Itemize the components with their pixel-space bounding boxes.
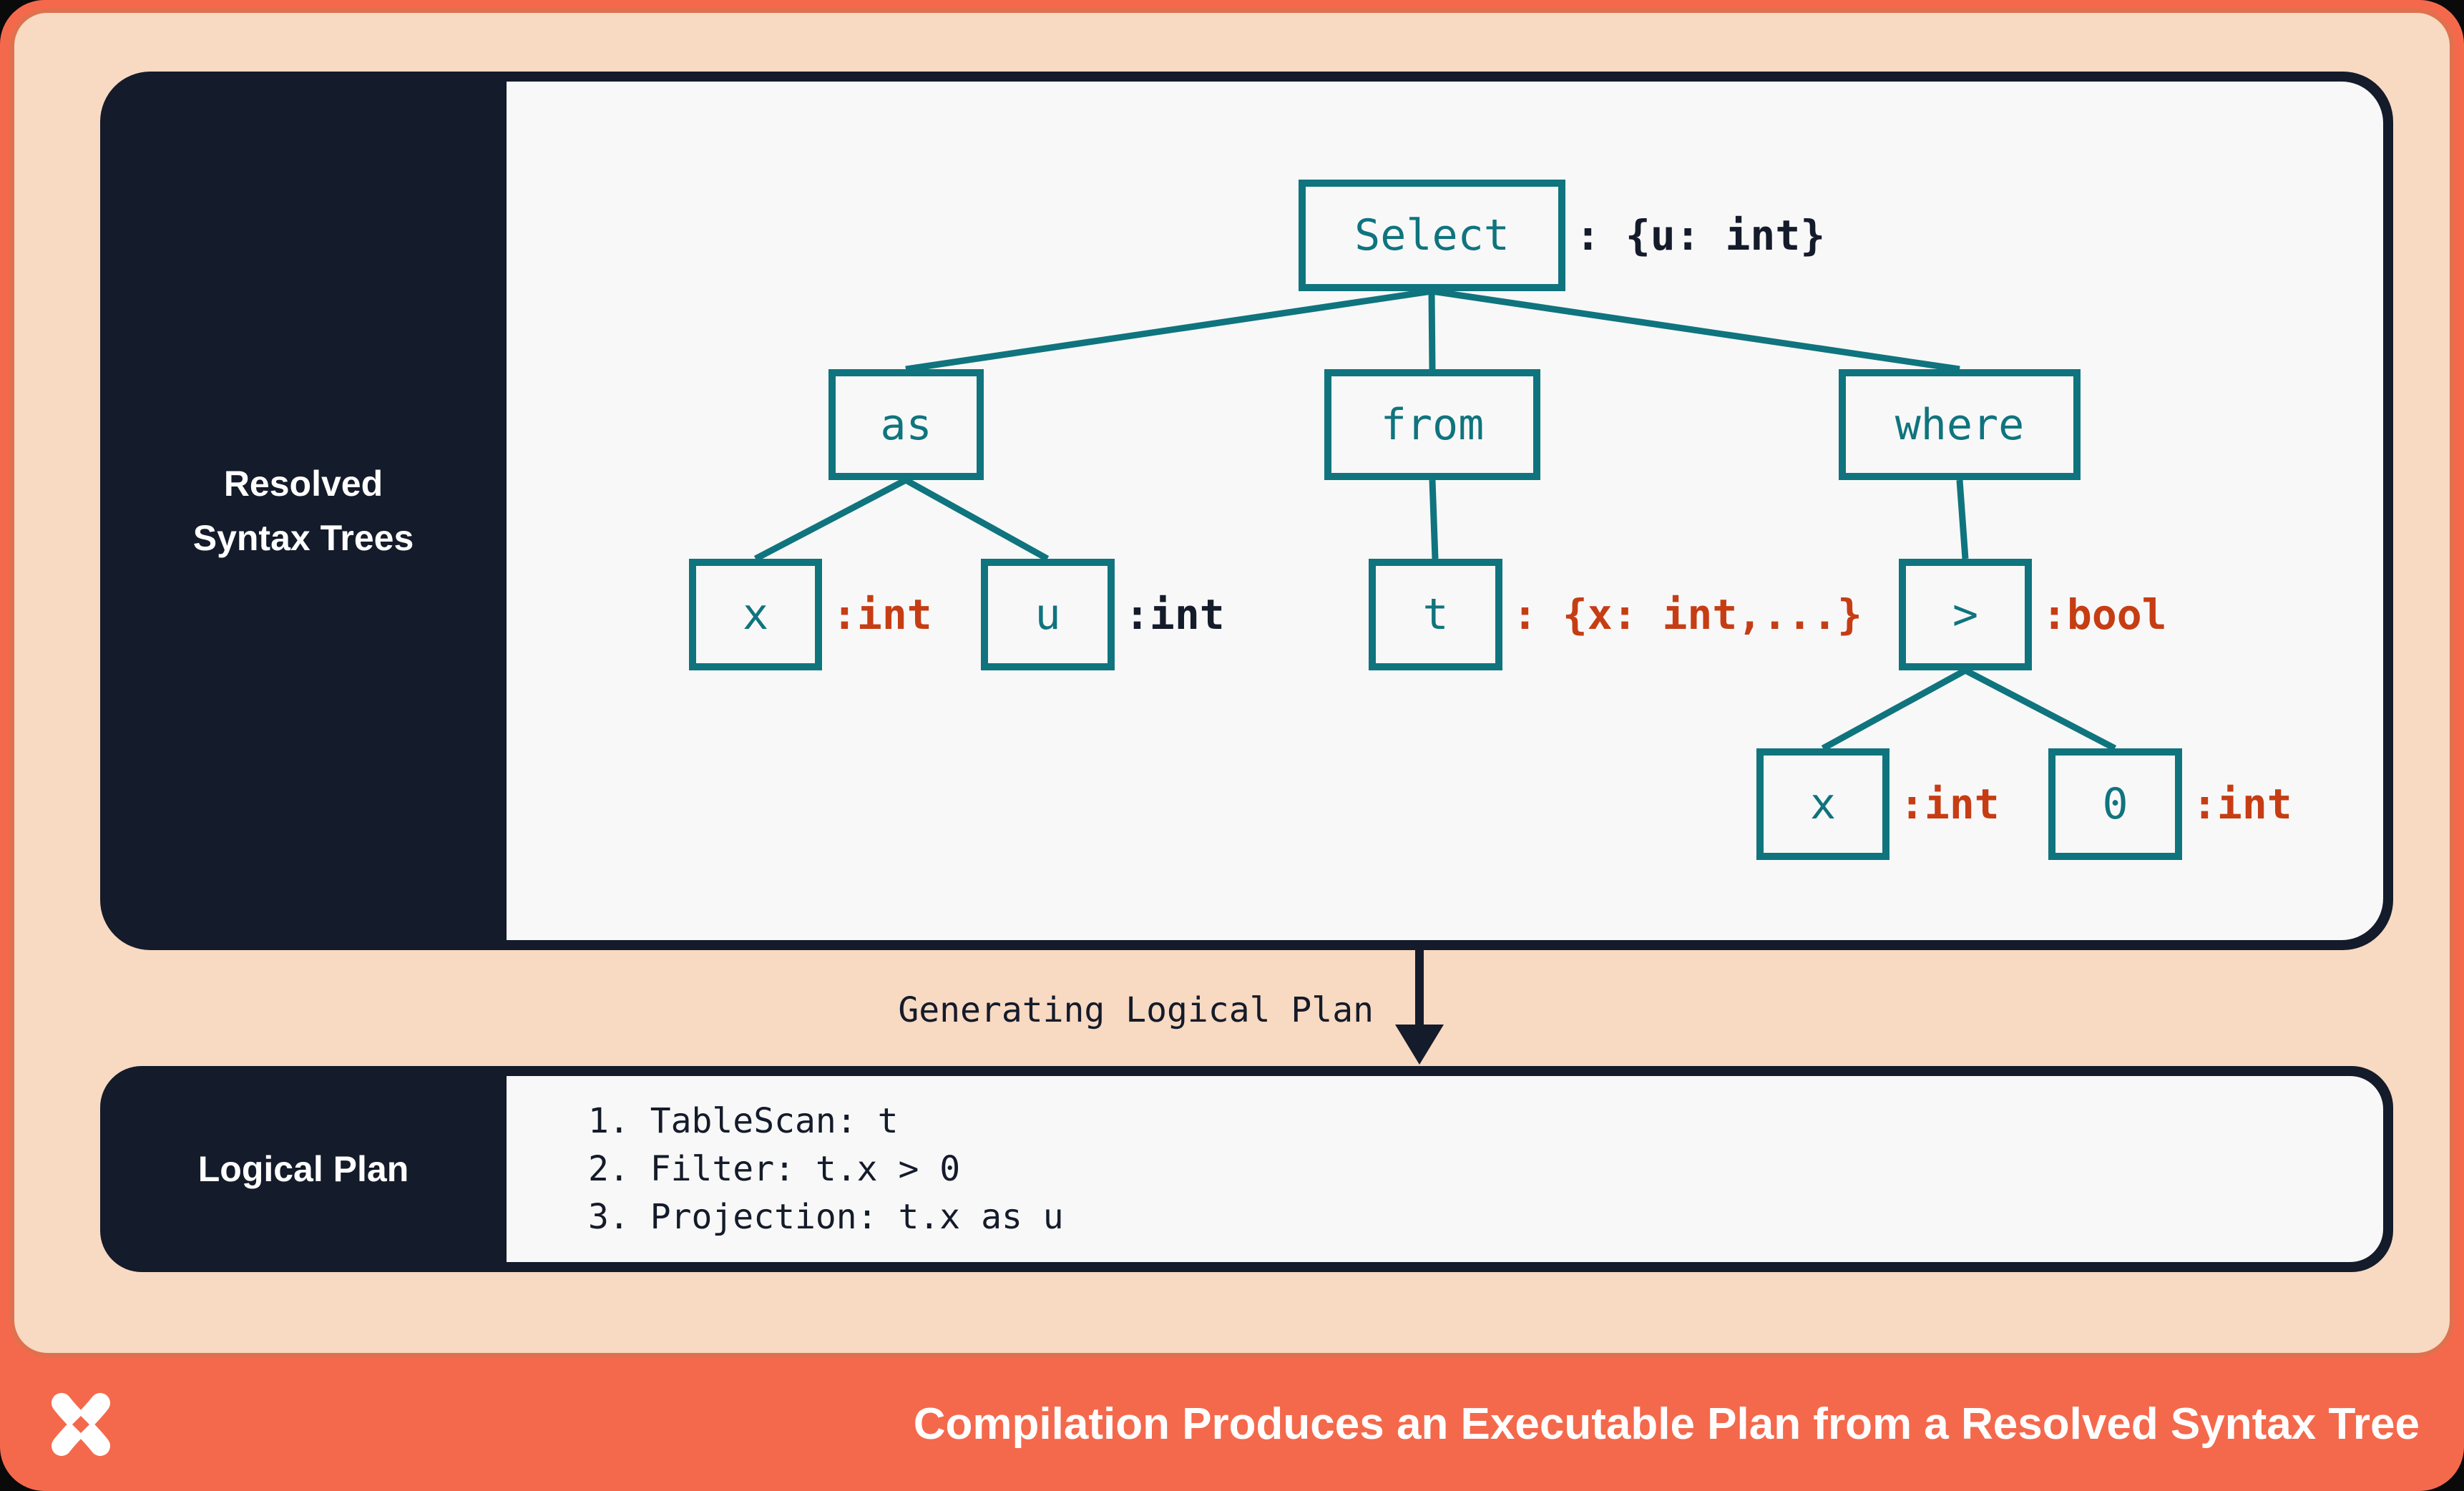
node-label: as	[880, 399, 932, 450]
logical-plan-list: 1. TableScan: t 2. Filter: t.x > 0 3. Pr…	[507, 1076, 2383, 1262]
node-label: from	[1380, 399, 1485, 450]
edge-as-x	[753, 477, 908, 562]
tree-node-zero: 0	[2048, 748, 2182, 860]
node-label: Select	[1354, 210, 1510, 260]
tree-node-u: u	[981, 559, 1115, 670]
tree-node-greater-than: >	[1899, 559, 2032, 670]
footer-title: Compilation Produces an Executable Plan …	[913, 1399, 2420, 1449]
plan-step: 1. TableScan: t	[588, 1100, 899, 1141]
syntax-tree-canvas: Select : {u: int} as from where x :int u…	[507, 82, 2383, 940]
plan-step: 3. Projection: t.x as u	[588, 1196, 1064, 1237]
panel-title-logical-plan: Logical Plan	[197, 1149, 409, 1189]
type-annotation-u: :int	[1125, 590, 1225, 639]
edge-from-t	[1429, 479, 1439, 559]
down-arrow-icon	[1415, 950, 1424, 1035]
type-annotation-t: : {x: int,...}	[1512, 590, 1862, 639]
resolved-syntax-trees-panel: Resolved Syntax Trees Select : {u: int} …	[100, 72, 2393, 950]
edge-gt-zero	[1963, 668, 2117, 751]
tree-node-select: Select	[1299, 180, 1565, 291]
node-label: t	[1422, 590, 1449, 640]
down-arrow-head-icon	[1395, 1025, 1444, 1065]
type-annotation-x-as: :int	[832, 590, 932, 639]
panel-title-resolved-syntax-trees: Resolved Syntax Trees	[192, 464, 414, 558]
tree-node-as: as	[828, 369, 984, 480]
tree-node-x-as: x	[689, 559, 822, 670]
tree-node-x-where: x	[1756, 748, 1889, 860]
edge-gt-x	[1821, 668, 1967, 751]
generating-logical-plan-label: Generating Logical Plan	[898, 990, 1374, 1030]
logical-plan-panel: Logical Plan 1. TableScan: t 2. Filter: …	[100, 1066, 2393, 1272]
edge-where-gt	[1956, 479, 1969, 559]
tree-node-t: t	[1369, 559, 1502, 670]
x-pinwheel-logo-icon	[52, 1392, 110, 1456]
tree-node-where: where	[1839, 369, 2081, 480]
node-label: x	[742, 590, 769, 640]
node-label: where	[1895, 399, 2025, 450]
resolved-syntax-trees-sidebar: Resolved Syntax Trees	[100, 72, 507, 950]
edge-select-as	[905, 288, 1432, 373]
type-annotation-x-where: :int	[1900, 780, 2000, 828]
node-label: u	[1035, 590, 1061, 640]
edge-select-where	[1431, 288, 1960, 373]
type-annotation-select: : {u: int}	[1575, 211, 1826, 260]
edge-as-u	[904, 477, 1050, 562]
node-label: 0	[2102, 779, 2128, 829]
node-label: x	[1809, 779, 1837, 829]
tree-edges	[753, 288, 2117, 751]
plan-step: 2. Filter: t.x > 0	[588, 1148, 961, 1189]
logical-plan-content: 1. TableScan: t 2. Filter: t.x > 0 3. Pr…	[507, 1076, 2383, 1262]
type-annotation-greater-than: :bool	[2042, 590, 2167, 639]
node-label: >	[1952, 590, 1979, 640]
logical-plan-sidebar: Logical Plan	[100, 1066, 507, 1272]
tree-node-from: from	[1324, 369, 1540, 480]
type-annotation-zero: :int	[2192, 780, 2292, 828]
footer-bar: Compilation Produces an Executable Plan …	[0, 1357, 2464, 1491]
